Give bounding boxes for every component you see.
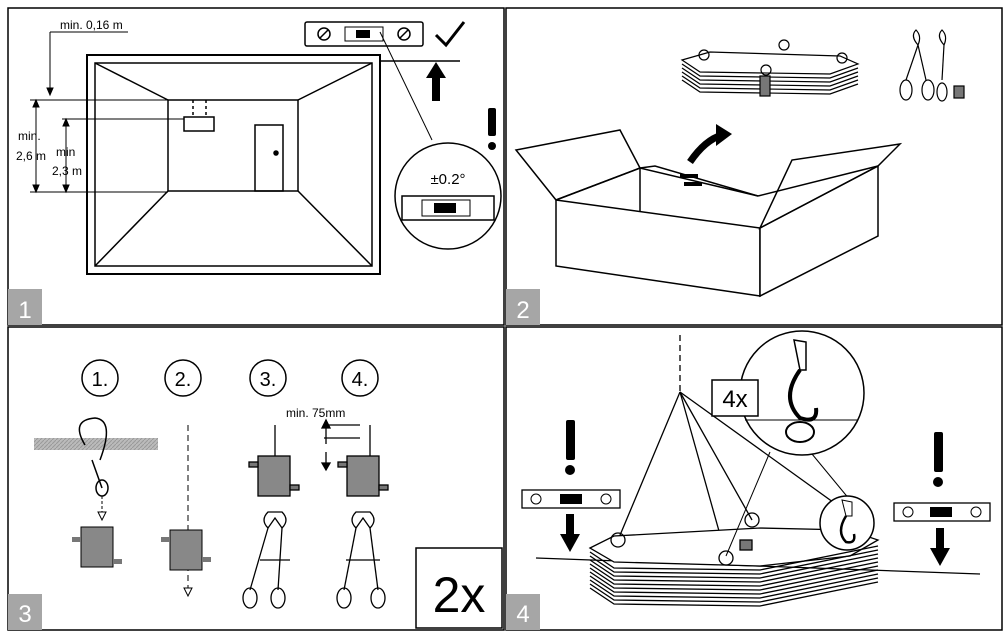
mount-height-label-line2: 2,3 m: [52, 164, 82, 178]
right-warning-exclamation-icon: [933, 432, 943, 487]
quantity-2x-label: 2x: [433, 567, 486, 623]
panel-1-room: [86, 54, 381, 275]
lift-arrow-icon: [680, 124, 732, 186]
distance-label: min. 75mm: [286, 406, 345, 420]
panel-3-badge: 3: [8, 594, 42, 630]
panel-1-dimensions: [30, 31, 184, 194]
step-2-illustration: [161, 425, 211, 598]
hanging-panel-assembly: [535, 335, 981, 607]
panel-3-number: 3: [18, 601, 31, 628]
panel-1-number: 1: [18, 297, 31, 324]
left-level-icon: [521, 489, 621, 509]
step-1-illustration: [34, 417, 158, 568]
room-height-label-line2: 2,6 m: [16, 149, 46, 163]
level-magnifier: [394, 142, 502, 250]
step-1-badge: 1.: [81, 359, 119, 397]
up-arrow-icon: [426, 62, 446, 101]
light-panel-stack: [680, 39, 860, 97]
cardboard-box: [514, 129, 903, 298]
warning-exclamation-icon: [488, 108, 496, 150]
left-down-arrow-icon: [560, 514, 580, 552]
quantity-box-2x: 2x: [415, 547, 503, 629]
quantity-4x-label: 4x: [722, 386, 747, 413]
step-4-label: 4.: [352, 369, 369, 391]
step-1-label: 1.: [92, 369, 109, 391]
tolerance-label: ±0.2°: [430, 171, 465, 188]
room-height-label-line1: min.: [18, 129, 41, 143]
step-3-illustration: [242, 425, 300, 609]
panel-1-badge: 1: [8, 289, 42, 325]
ceiling-distance-label: min. 0,16 m: [60, 18, 123, 32]
right-down-arrow-icon: [930, 528, 950, 566]
panel-2-number: 2: [516, 297, 529, 324]
quantity-box-4x: 4x: [711, 379, 759, 417]
right-level-icon: [893, 502, 991, 522]
checkmark-icon: [434, 21, 466, 48]
step-3-label: 3.: [260, 369, 277, 391]
small-hook-magnifier: [819, 495, 875, 551]
panel-4-badge: 4: [506, 594, 540, 630]
suspension-cable-kit-icon: [899, 29, 965, 102]
step-4-illustration: [320, 418, 389, 609]
step-4-badge: 4.: [341, 359, 379, 397]
step-2-label: 2.: [175, 369, 192, 391]
mount-height-label-line1: min: [56, 145, 75, 159]
step-2-badge: 2.: [164, 359, 202, 397]
panel-4-number: 4: [516, 601, 529, 628]
left-warning-exclamation-icon: [565, 420, 575, 475]
panel-frames: [7, 7, 1003, 631]
panel-2-badge: 2: [506, 289, 540, 325]
spirit-level-icon: [304, 21, 424, 47]
step-3-badge: 3.: [249, 359, 287, 397]
